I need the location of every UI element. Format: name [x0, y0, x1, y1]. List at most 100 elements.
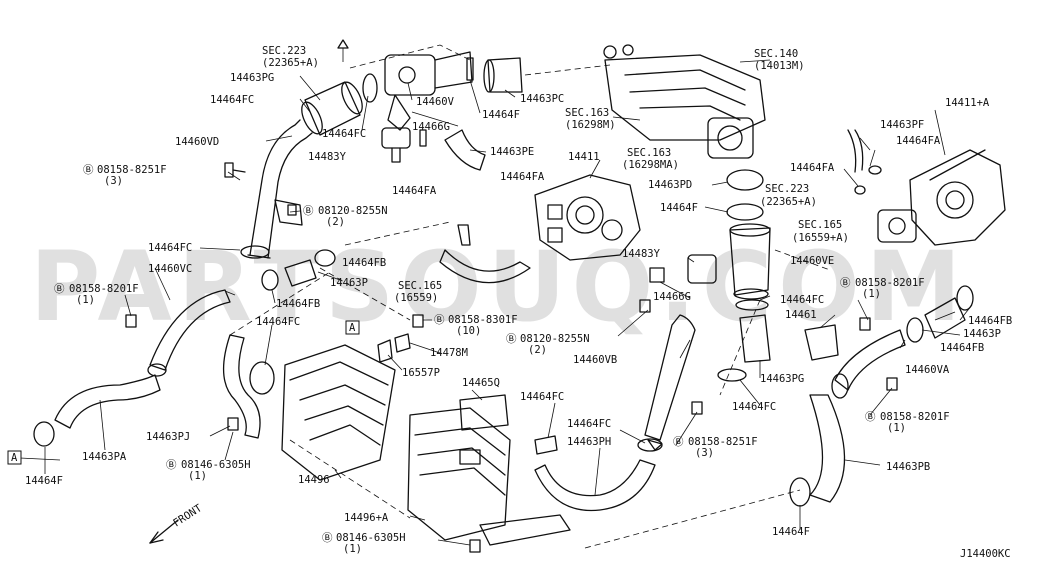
turbo-14411[interactable]	[534, 174, 641, 261]
label-sec223-top: SEC.223	[262, 45, 306, 57]
label-16557p: 16557P	[402, 367, 440, 379]
clip-14464fa-right2[interactable]	[854, 185, 866, 195]
intercooler-14496a[interactable]	[407, 407, 511, 541]
front-label: FRONT	[171, 502, 205, 530]
hose-14463pg-top[interactable]	[298, 79, 367, 137]
hose-14463pc[interactable]	[483, 57, 523, 93]
plate-14465q[interactable]	[459, 394, 509, 431]
label-sec165-mid: SEC.165	[398, 280, 442, 292]
circle-b-icon: Ⓑ	[83, 164, 94, 176]
pipe-14460ve[interactable]	[729, 223, 771, 300]
clamp-14464fb-right[interactable]	[956, 285, 974, 311]
label-b-08158-8301f: 08158-8301F	[448, 314, 518, 326]
watermark-text: PARTSOUQ.COM	[30, 231, 967, 343]
label-14464fb-r2: 14464FB	[940, 342, 984, 354]
pipe-14460vb[interactable]	[644, 314, 696, 451]
label-b-08120-8255n-mid-q: (2)	[528, 344, 547, 356]
label-b-08158-8201f-l-q: (1)	[76, 294, 95, 306]
bolt-08120-8255n-mid[interactable]	[639, 299, 651, 313]
svg-text:A: A	[11, 452, 18, 464]
bolt-08158-8201f-right2[interactable]	[886, 377, 898, 391]
label-14463pd: 14463PD	[648, 179, 692, 191]
circle-b-icon: Ⓑ	[303, 205, 314, 217]
label-14464f-top: 14464F	[482, 109, 520, 121]
clip-14464fa-right[interactable]	[868, 165, 882, 175]
valve-14460v[interactable]	[384, 51, 473, 96]
label-14496: 14496	[298, 474, 330, 486]
hose-14463pg-mid[interactable]	[739, 314, 771, 363]
label-b-08158-8201f-r2: 08158-8201F	[880, 411, 950, 423]
bracket-14466g[interactable]	[387, 94, 411, 131]
label-b-08158-8201f-l: 08158-8201F	[69, 283, 139, 295]
hose-14463p-right[interactable]	[924, 297, 966, 339]
clamp-14464fc-bot2[interactable]	[637, 438, 663, 452]
label-sec165-right-sub: (16559+A)	[792, 232, 849, 244]
sensor-14483y-mid[interactable]	[687, 254, 717, 284]
clamp-14464fc-top[interactable]	[362, 73, 378, 103]
hose-14463pb[interactable]	[809, 394, 846, 503]
bolt-08158-8251f-bot[interactable]	[691, 401, 703, 415]
label-14466g-top: 14466G	[412, 121, 450, 133]
bolt-08158-8251f-top[interactable]	[224, 162, 246, 178]
label-14463p-l: 14463P	[330, 277, 368, 289]
hose-14463pa[interactable]	[54, 374, 161, 429]
bolt-14466g-mid[interactable]	[649, 267, 665, 283]
hose-14463p-left[interactable]	[284, 259, 317, 287]
label-14463pg-mid: 14463PG	[760, 373, 804, 385]
clamp-14464f-left[interactable]	[33, 421, 55, 447]
gasket-14464f-mid[interactable]	[726, 203, 764, 221]
pipe-14460vc[interactable]	[147, 289, 231, 377]
clamp-14464fc-bot[interactable]	[534, 435, 558, 455]
label-14464fb-l2: 14464FB	[276, 298, 320, 310]
circle-b-icon: Ⓑ	[434, 314, 445, 326]
bracket-14461[interactable]	[804, 324, 839, 361]
bolt-08146-6305h-bot[interactable]	[469, 539, 481, 553]
label-b-08158-8201f-r-q: (1)	[862, 288, 881, 300]
hose-14463pd[interactable]	[726, 169, 764, 191]
clamp-14464fc-mid[interactable]	[735, 299, 769, 311]
valve-sec165-right	[877, 209, 917, 243]
bolt-08158-8301f[interactable]	[412, 314, 424, 328]
label-14464fc-bot: 14464FC	[520, 391, 564, 403]
hose-14463pj[interactable]	[222, 334, 261, 439]
bolt-08158-8201f-right[interactable]	[859, 317, 871, 331]
label-sec163-a: SEC.163	[565, 107, 609, 119]
ref-box-a-top[interactable]: A	[345, 320, 360, 335]
pipe-sec165-mid	[439, 224, 531, 284]
bolt-08120-8255n-top[interactable]	[287, 204, 297, 216]
clamp-14464fc-mid2[interactable]	[717, 368, 747, 382]
label-14483y-mid: 14483Y	[622, 248, 661, 260]
clamp-14464fb-left[interactable]	[314, 249, 336, 267]
clamp-14464fb-left2[interactable]	[261, 269, 279, 291]
sensor-14483y-top[interactable]	[381, 127, 411, 163]
label-14411a: 14411+A	[945, 97, 990, 109]
label-b-08120-8255n-mid: 08120-8255N	[520, 333, 590, 345]
label-b-08158-8251f-bot-q: (3)	[695, 447, 714, 459]
pipe-14460va[interactable]	[831, 329, 906, 399]
clamp-14464fc-left[interactable]	[240, 245, 270, 259]
clamp-14464fc-left2[interactable]	[249, 361, 275, 395]
label-b-08146-6305h-top-q: (1)	[188, 470, 207, 482]
hose-14463pf[interactable]	[854, 129, 864, 171]
circle-b-icon: Ⓑ	[506, 333, 517, 345]
intercooler-14496[interactable]	[281, 344, 396, 481]
pipe-14460vd[interactable]	[247, 119, 313, 259]
label-14464fa-mid2: 14464FA	[392, 185, 437, 197]
part-16557p[interactable]	[377, 339, 393, 363]
hose-14463ph[interactable]	[534, 459, 656, 512]
diagram-code: J14400KC	[960, 548, 1011, 560]
label-14463pe: 14463PE	[490, 146, 534, 158]
label-sec140: SEC.140	[754, 48, 798, 60]
svg-text:A: A	[349, 322, 356, 334]
label-14464fa-r2: 14464FA	[790, 162, 835, 174]
label-sec223-top-sub: (22365+A)	[262, 57, 319, 69]
label-14464fc-a: 14464FC	[322, 128, 366, 140]
part-14478m[interactable]	[394, 333, 411, 353]
bolt-08146-6305h-top[interactable]	[227, 417, 239, 431]
label-14463pj: 14463PJ	[146, 431, 190, 443]
label-14461: 14461	[785, 309, 817, 321]
clip-14464fa-top[interactable]	[419, 129, 427, 147]
hose-14463pe[interactable]	[444, 129, 486, 171]
ref-box-a-left[interactable]: A	[7, 450, 22, 465]
label-14460v: 14460V	[416, 96, 455, 108]
